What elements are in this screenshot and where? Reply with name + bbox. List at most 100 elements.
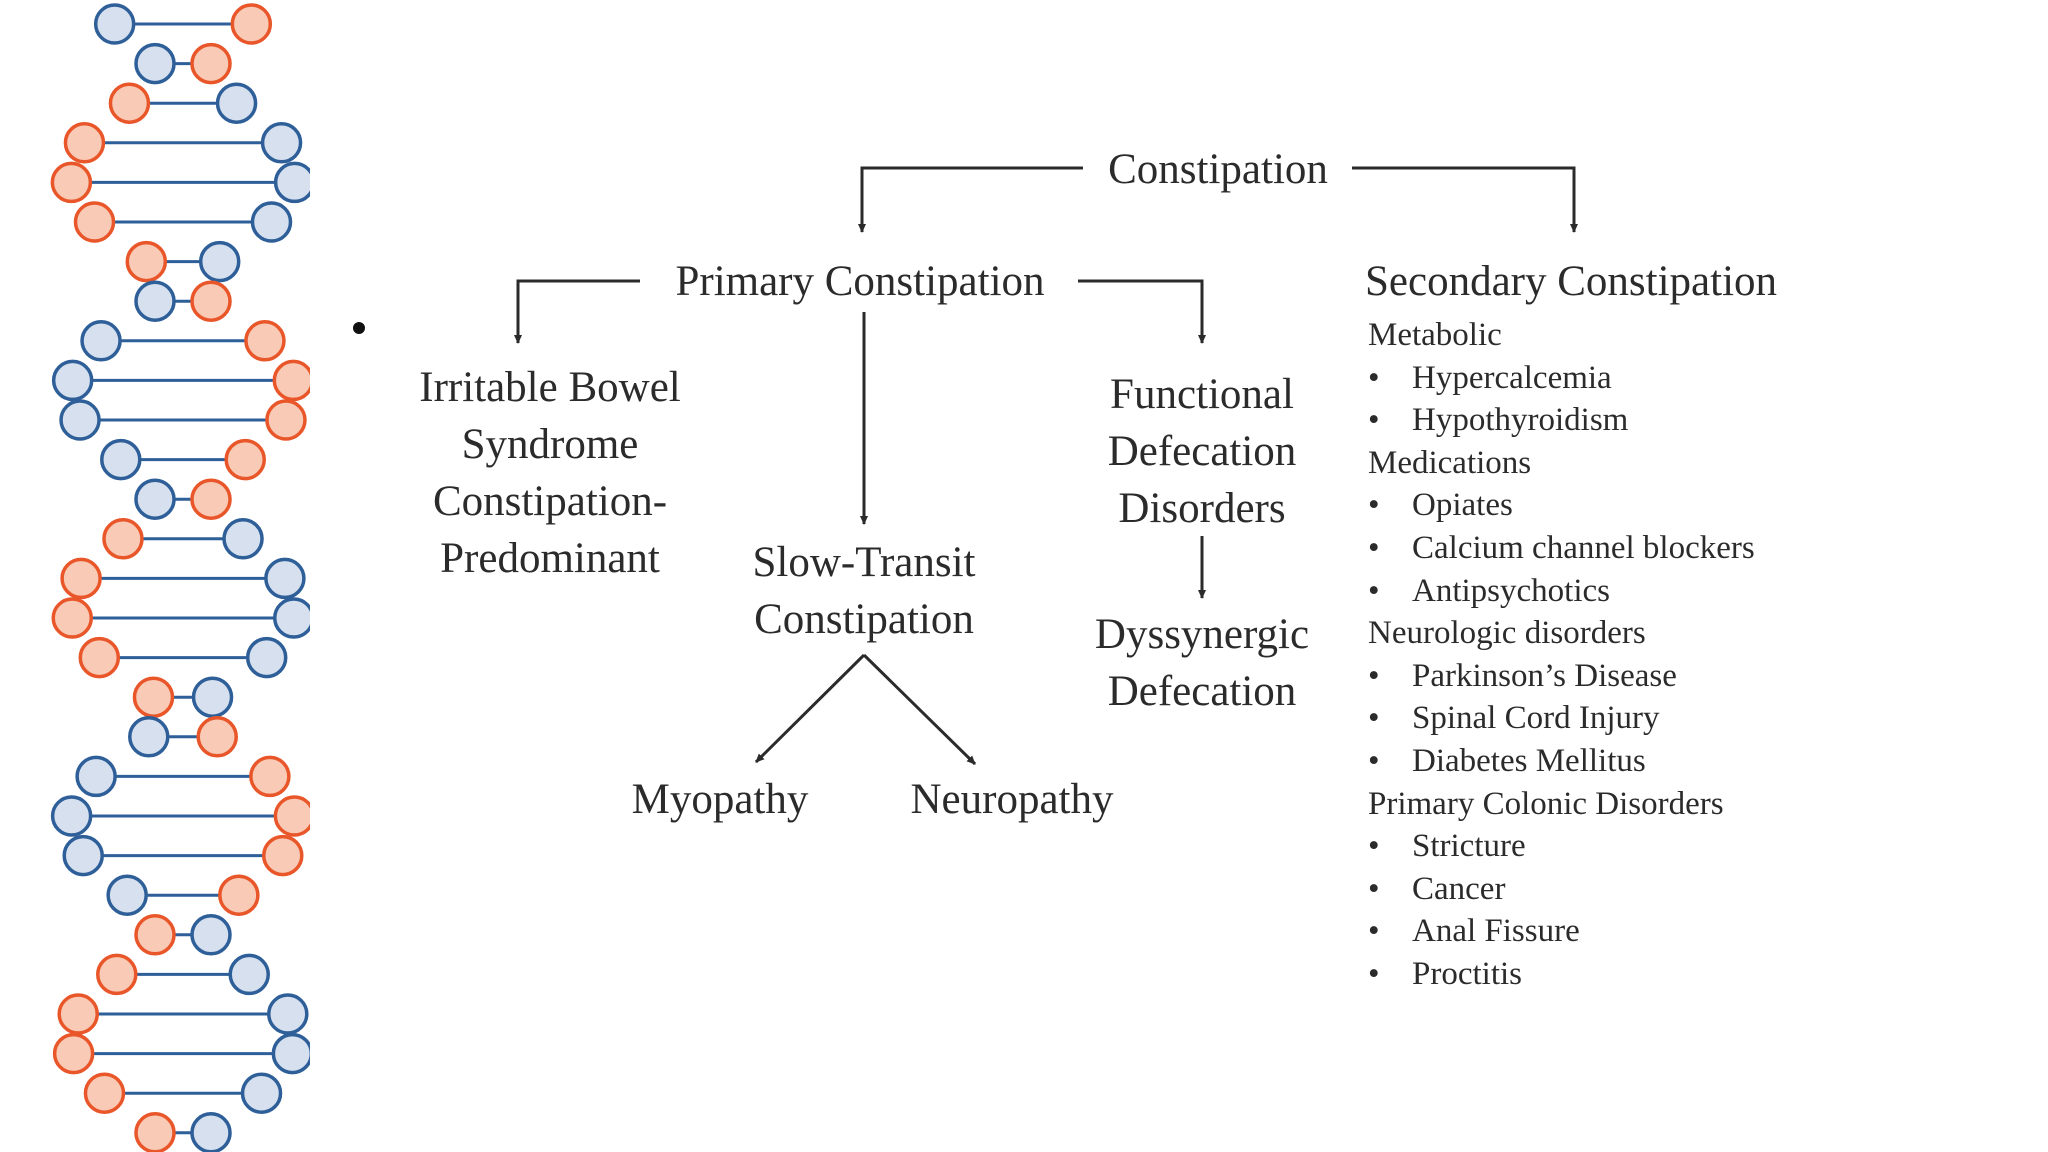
dna-node-orange: [265, 399, 307, 441]
node-ibs-constipation-predominant: Irritable Bowel Syndrome Constipation- P…: [419, 359, 681, 587]
node-neuropathy: Neuropathy: [910, 776, 1114, 823]
list-item: Proctitis: [1368, 953, 1755, 996]
dna-node-blue: [100, 438, 142, 481]
dyssynergic-line-1: Dyssynergic: [1094, 611, 1310, 658]
list-item: Diabetes Mellitus: [1368, 740, 1755, 783]
dna-node-orange: [262, 834, 304, 877]
dna-node-blue: [267, 993, 309, 1035]
node-primary-constipation: Primary Constipation: [667, 260, 1053, 303]
dna-node-blue: [190, 914, 232, 956]
list-item: Hypercalcemia: [1368, 357, 1755, 400]
connector-slow-transit-to-myopathy: [754, 653, 866, 764]
dna-node-orange: [190, 42, 232, 85]
dna-node-orange: [108, 82, 151, 124]
dna-node-orange: [190, 478, 232, 520]
node-dyssynergic-defecation: Dyssynergic Defecation: [1095, 606, 1309, 720]
dna-node-blue: [106, 874, 148, 916]
dna-node-orange: [273, 795, 310, 837]
connector-primary-to-functional: [1078, 279, 1206, 344]
dna-node-blue: [80, 320, 122, 362]
list-item: Anal Fissure: [1368, 910, 1755, 953]
connector-slow-transit-to-neuropathy: [862, 653, 977, 766]
list-item: Spinal Cord Injury: [1368, 697, 1755, 740]
dna-node-blue: [134, 478, 176, 520]
dna-node-orange: [132, 676, 175, 718]
dna-node-blue: [75, 755, 117, 798]
dna-node-blue: [264, 557, 306, 600]
dna-node-orange: [57, 993, 99, 1035]
bullet-point: [353, 322, 365, 334]
secondary-causes-list: Metabolic Hypercalcemia Hypothyroidism M…: [1368, 314, 1755, 996]
dna-node-orange: [73, 201, 116, 243]
dna-node-blue: [62, 834, 104, 877]
dna-node-blue: [134, 280, 176, 322]
slow-transit-line-1: Slow-Transit: [752, 539, 976, 586]
dna-node-blue: [245, 636, 288, 679]
dyssynergic-line-2: Defecation: [1107, 668, 1297, 715]
connector-root-to-secondary: [1352, 166, 1578, 233]
ibs-line-4: Predominant: [440, 535, 660, 582]
list-item: Calcium channel blockers: [1368, 527, 1755, 570]
dna-node-orange: [196, 716, 238, 758]
dna-node-orange: [96, 953, 138, 996]
category-primary-colonic-disorders: Primary Colonic Disorders: [1368, 785, 1724, 822]
dna-node-orange: [249, 755, 291, 798]
list-item: Antipsychotics: [1368, 570, 1755, 613]
list-item: Stricture: [1368, 825, 1755, 868]
dna-node-orange: [63, 122, 106, 164]
category-medications: Medications: [1368, 444, 1532, 481]
dna-node-blue: [228, 953, 270, 996]
dna-node-orange: [272, 359, 310, 402]
dna-node-blue: [59, 399, 101, 441]
dna-node-blue: [260, 122, 303, 164]
dna-node-blue: [250, 201, 293, 243]
functional-line-3: Disorders: [1118, 485, 1286, 532]
dna-node-orange: [102, 518, 144, 560]
dna-helix-decoration: [50, 3, 310, 1152]
dna-node-orange: [60, 557, 102, 600]
list-item: Opiates: [1368, 484, 1755, 527]
node-functional-defecation-disorders: Functional Defecation Disorders: [1108, 366, 1297, 537]
dna-node-blue: [222, 518, 264, 560]
dna-node-blue: [191, 676, 234, 718]
node-constipation: Constipation: [1100, 148, 1336, 191]
ibs-line-3: Constipation-: [432, 478, 668, 525]
dna-node-orange: [50, 161, 93, 204]
dna-node-orange: [125, 240, 168, 283]
node-slow-transit-constipation: Slow-Transit Constipation: [752, 534, 975, 648]
dna-node-orange: [218, 874, 260, 916]
connector-primary-to-ibs: [514, 279, 640, 344]
dna-node-blue: [271, 1032, 310, 1075]
dna-node-blue: [93, 3, 136, 45]
dna-node-blue: [51, 359, 94, 402]
dna-node-blue: [273, 161, 310, 204]
functional-line-2: Defecation: [1107, 428, 1297, 475]
list-item: Cancer: [1368, 868, 1755, 911]
dna-node-orange: [83, 1072, 126, 1114]
category-neurologic-disorders: Neurologic disorders: [1368, 615, 1646, 652]
list-item: Parkinson’s Disease: [1368, 655, 1755, 698]
dna-node-blue: [50, 795, 93, 837]
category-metabolic: Metabolic: [1368, 317, 1502, 353]
dna-node-blue: [198, 240, 241, 283]
dna-node-orange: [224, 438, 266, 481]
node-myopathy: Myopathy: [631, 776, 809, 823]
dna-node-orange: [51, 597, 93, 639]
functional-line-1: Functional: [1110, 371, 1294, 418]
dna-node-orange: [244, 320, 286, 362]
dna-node-orange: [230, 3, 273, 45]
ibs-line-1: Irritable Bowel: [419, 364, 681, 411]
dna-node-blue: [215, 82, 258, 124]
ibs-line-2: Syndrome: [461, 421, 639, 468]
dna-node-blue: [273, 597, 310, 639]
dna-node-blue: [240, 1072, 283, 1114]
dna-node-orange: [78, 636, 121, 679]
dna-node-blue: [128, 716, 170, 758]
slow-transit-line-2: Constipation: [754, 596, 974, 643]
node-secondary-constipation: Secondary Constipation: [1356, 260, 1786, 303]
connector-root-to-primary: [858, 166, 1083, 233]
dna-node-orange: [52, 1032, 95, 1075]
dna-node-orange: [134, 914, 176, 956]
list-item: Hypothyroidism: [1368, 399, 1755, 442]
